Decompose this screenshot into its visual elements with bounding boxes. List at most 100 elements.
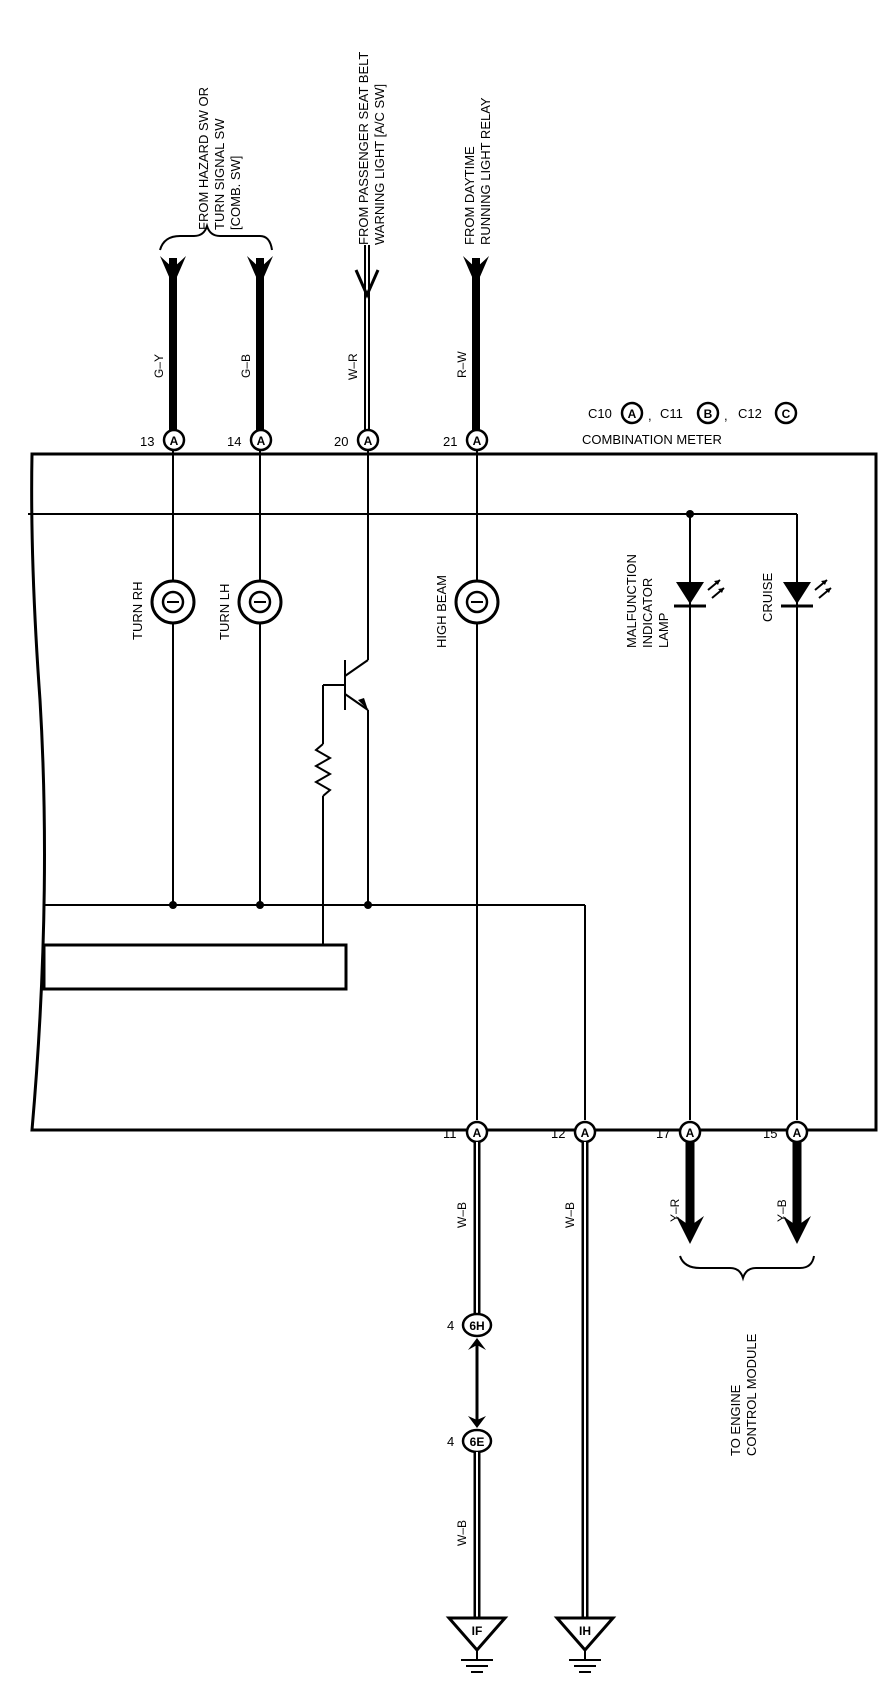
pin-badge-11: A (465, 1120, 489, 1144)
led-cruise-icon (781, 579, 832, 608)
connector-c12-badge: C (774, 401, 798, 425)
source-drl-label: FROM DAYTIME RUNNING LIGHT RELAY (462, 97, 493, 245)
transistor-arrow-icon (358, 698, 368, 710)
wire-label-20: W–R (346, 353, 360, 380)
connector-c10-badge: A (620, 401, 644, 425)
pin-badge-12: A (573, 1120, 597, 1144)
pin-badge-15: A (785, 1120, 809, 1144)
label-cruise: CRUISE (760, 573, 775, 622)
led-malfunction-icon (674, 579, 725, 608)
ground-if-icon: IF (445, 1616, 509, 1673)
svg-text:A: A (581, 1126, 590, 1140)
svg-text:A: A (257, 434, 266, 448)
arrow-y-r-icon (676, 1216, 704, 1244)
connector-c12-label: C12 (738, 406, 762, 421)
connector-c10-label: C10 (588, 406, 612, 421)
svg-text:A: A (628, 407, 637, 421)
arrow-g-b-icon (247, 256, 273, 286)
label-engine-control-module: TO ENGINE CONTROL MODULE (728, 1333, 759, 1456)
connector-sep-1: , (648, 408, 652, 423)
svg-text:RUNNING LIGHT RELAY: RUNNING LIGHT RELAY (478, 97, 493, 245)
junction-6e-badge: 6E (461, 1428, 493, 1454)
svg-text:A: A (473, 1126, 482, 1140)
svg-text:6H: 6H (469, 1319, 484, 1333)
pin-number-13: 13 (140, 434, 154, 449)
svg-text:WARNING LIGHT [A/C SW]: WARNING LIGHT [A/C SW] (372, 84, 387, 245)
wire-label-17: Y–R (668, 1198, 682, 1222)
junction-6e-arrow-icon (468, 1416, 486, 1428)
pin-number-21: 21 (443, 434, 457, 449)
connector-sep-2: , (724, 408, 728, 423)
bulb-high-beam-icon (454, 579, 500, 625)
svg-text:B: B (704, 407, 713, 421)
ecm-bracket (679, 1255, 815, 1282)
arrow-w-r-icon (354, 269, 380, 299)
svg-text:MALFUNCTION: MALFUNCTION (624, 554, 639, 648)
ic-block (42, 943, 348, 991)
wire-label-14: G–B (239, 354, 253, 378)
svg-text:6E: 6E (470, 1435, 485, 1449)
source-seatbelt-label: FROM PASSENGER SEAT BELT WARNING LIGHT [… (356, 52, 387, 245)
source-hazard-label: FROM HAZARD SW OR TURN SIGNAL SW [COMB. … (196, 87, 243, 230)
junction-dot (364, 901, 372, 909)
pin-badge-21: A (465, 428, 489, 452)
svg-text:FROM DAYTIME: FROM DAYTIME (462, 146, 477, 245)
internal-circuit (28, 450, 798, 1120)
arrow-g-y-icon (160, 256, 186, 286)
bulb-turn-lh-icon (237, 579, 283, 625)
pin-number-15: 15 (763, 1126, 777, 1141)
pin-number-12: 12 (551, 1126, 565, 1141)
junction-6h-badge: 6H (461, 1312, 493, 1338)
pin-badge-14: A (249, 428, 273, 452)
pin-number-20: 20 (334, 434, 348, 449)
junction-dot (169, 901, 177, 909)
svg-text:[COMB. SW]: [COMB. SW] (228, 156, 243, 230)
svg-text:CONTROL MODULE: CONTROL MODULE (744, 1333, 759, 1456)
wire-label-lower: W–B (455, 1520, 469, 1546)
wire-label-12: W–B (563, 1202, 577, 1228)
label-high-beam: HIGH BEAM (434, 575, 449, 648)
junction-6e-pin: 4 (447, 1434, 454, 1449)
svg-text:C: C (782, 407, 791, 421)
svg-text:A: A (793, 1126, 802, 1140)
arrow-y-b-icon (783, 1216, 811, 1244)
svg-text:A: A (364, 434, 373, 448)
wire-label-21: R–W (455, 351, 469, 378)
connector-c11-badge: B (696, 401, 720, 425)
svg-text:A: A (170, 434, 179, 448)
svg-text:IH: IH (579, 1624, 591, 1638)
connector-c11-label: C11 (660, 406, 683, 421)
meter-body-outline (30, 452, 878, 1132)
pin-number-14: 14 (227, 434, 241, 449)
svg-text:FROM PASSENGER SEAT BELT: FROM PASSENGER SEAT BELT (356, 52, 371, 245)
svg-text:LAMP: LAMP (656, 613, 671, 648)
svg-text:A: A (473, 434, 482, 448)
pin-badge-20: A (356, 428, 380, 452)
svg-text:TURN SIGNAL SW: TURN SIGNAL SW (212, 118, 227, 230)
label-turn-lh: TURN LH (217, 584, 232, 640)
junction-6h-pin: 4 (447, 1318, 454, 1333)
svg-text:INDICATOR: INDICATOR (640, 578, 655, 648)
wire-label-13: G–Y (152, 354, 166, 378)
svg-text:IF: IF (472, 1624, 483, 1638)
meter-title: COMBINATION METER (582, 432, 722, 447)
svg-text:TO ENGINE: TO ENGINE (728, 1384, 743, 1456)
pin-badge-13: A (162, 428, 186, 452)
wire-label-15: Y–B (775, 1199, 789, 1222)
bulb-turn-rh-icon (150, 579, 196, 625)
svg-text:A: A (686, 1126, 695, 1140)
pin-number-11: 11 (443, 1126, 457, 1141)
pin-badge-17: A (678, 1120, 702, 1144)
pin-number-17: 17 (656, 1126, 670, 1141)
svg-text:FROM HAZARD SW OR: FROM HAZARD SW OR (196, 87, 211, 230)
junction-6h-arrow-icon (468, 1338, 486, 1350)
hazard-bracket (159, 222, 273, 251)
label-turn-rh: TURN RH (130, 582, 145, 641)
ground-ih-icon: IH (553, 1616, 617, 1673)
junction-dot (256, 901, 264, 909)
label-malfunction-lamp: MALFUNCTION INDICATOR LAMP (624, 554, 671, 648)
junction-dot (686, 510, 694, 518)
arrow-r-w-icon (463, 256, 489, 286)
wire-label-11: W–B (455, 1202, 469, 1228)
